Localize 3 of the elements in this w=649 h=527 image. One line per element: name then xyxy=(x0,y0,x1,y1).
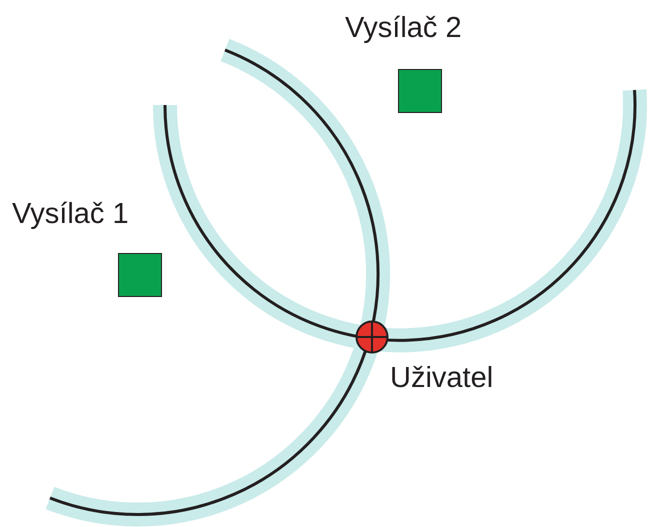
node-label: Vysílač 1 xyxy=(12,198,129,231)
node-label: Vysílač 2 xyxy=(345,12,462,45)
node-label: Uživatel xyxy=(390,362,494,395)
